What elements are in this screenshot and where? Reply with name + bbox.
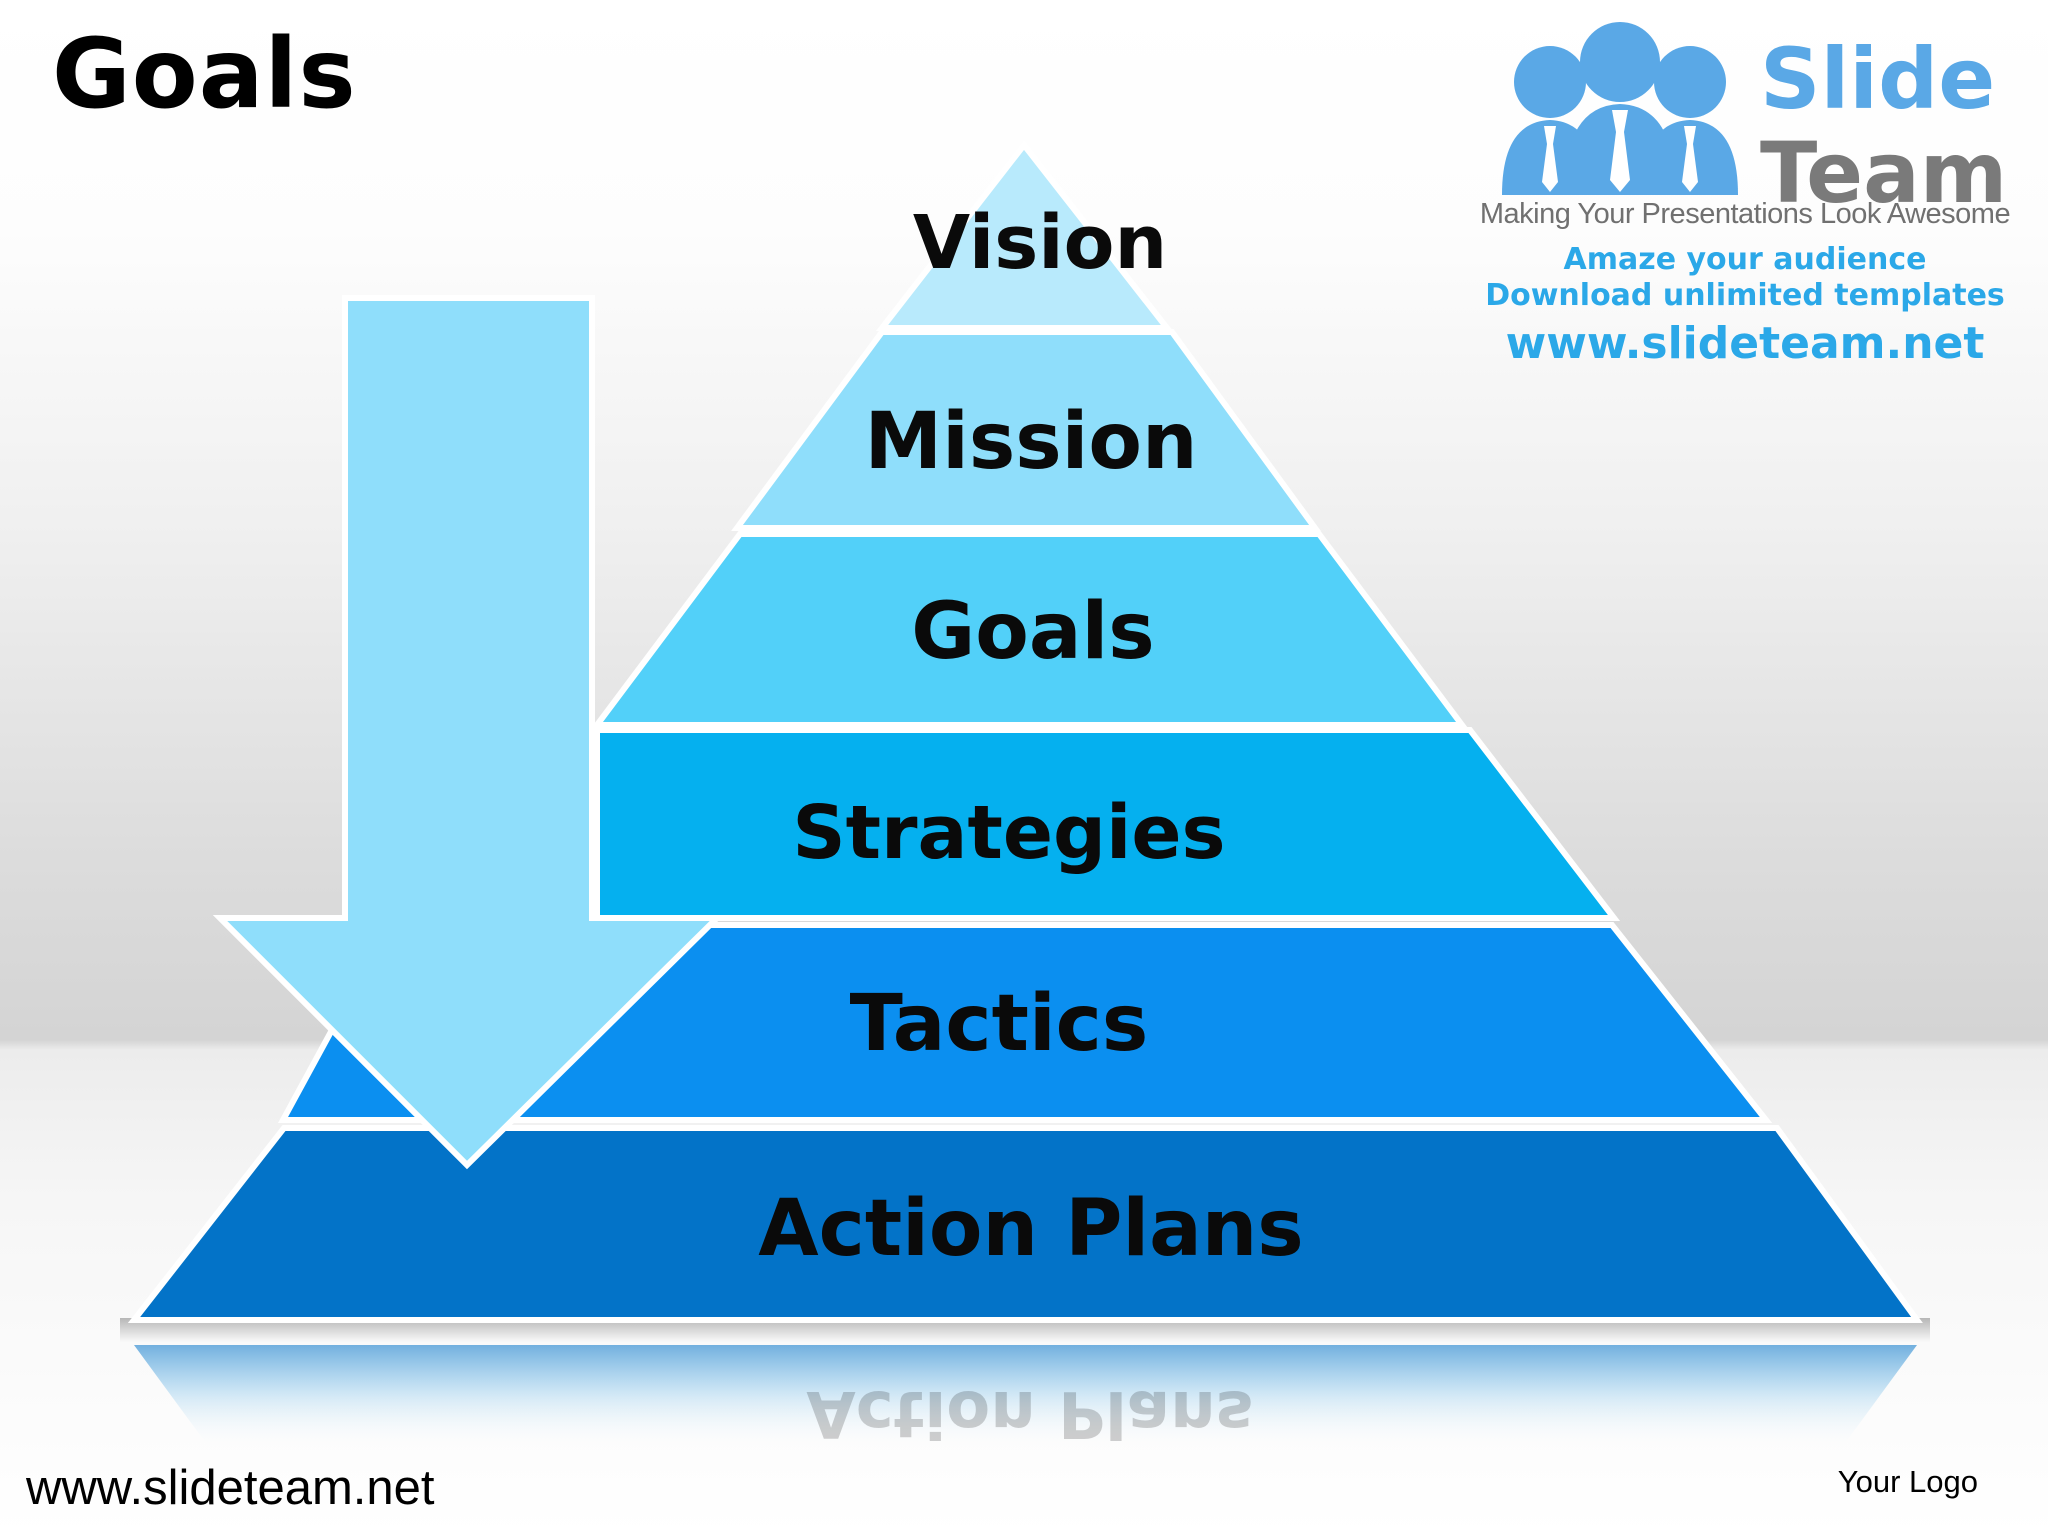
pyramid-tier-goals <box>591 531 1468 728</box>
people-icon <box>1502 22 1738 195</box>
logo-brand-team: Team <box>1760 124 2008 222</box>
tier-label-strategies: Strategies <box>792 790 1225 876</box>
pyramid-tier-action-plans <box>127 1125 1923 1323</box>
logo-promo-url[interactable]: www.slideteam.net <box>1505 318 1985 369</box>
logo-promo-line1: Amaze your audience <box>1563 242 1927 277</box>
logo-tagline: Making Your Presentations Look Awesome <box>1479 198 2011 230</box>
pyramid-tier-strategies <box>594 727 1621 921</box>
logo-promo-line2: Download unlimited templates <box>1485 278 2005 313</box>
down-arrow-shape <box>212 295 725 1170</box>
slide-title: Goals <box>52 18 357 130</box>
tier-label-vision: Vision <box>913 200 1167 286</box>
pyramid-tier-mission <box>731 329 1321 531</box>
footer-your-logo: Your Logo <box>1837 1464 1978 1499</box>
logo-brand-slide: Slide <box>1760 30 1996 128</box>
footer-url[interactable]: www.slideteam.net <box>26 1461 435 1515</box>
pyramid-reflection <box>134 1345 1917 1450</box>
slideteam-logo: Slide Team Making Your Presentations Loo… <box>1470 20 2020 380</box>
reflected-label: Action Plans <box>806 1376 1254 1450</box>
tier-label-goals: Goals <box>911 587 1154 677</box>
pyramid-tier-vision <box>875 140 1174 331</box>
tier-label-action-plans: Action Plans <box>758 1184 1303 1274</box>
tier-label-tactics: Tactics <box>850 979 1149 1069</box>
tier-label-mission: Mission <box>864 397 1197 487</box>
